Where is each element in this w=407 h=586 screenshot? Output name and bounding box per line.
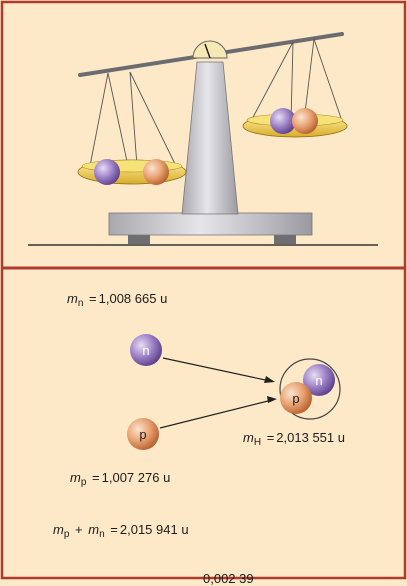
deuteron-mass-value: 2,013 551 u — [276, 430, 345, 445]
arrow-neutron-head — [264, 376, 275, 383]
scale-base — [109, 213, 312, 235]
neutron-mass-value: 1,008 665 u — [99, 291, 168, 306]
deuteron-proton-symbol: p — [292, 391, 299, 406]
balance-scale — [28, 34, 378, 245]
right-pan-proton — [292, 108, 318, 134]
scale-dial — [193, 41, 227, 58]
mass-sum-label: mp + mn =2,015 941 u — [53, 522, 189, 540]
free-neutron-symbol: n — [142, 343, 149, 358]
arrow-proton-head — [267, 396, 277, 403]
left-pan-proton — [143, 159, 169, 185]
mass-defect-partial: 0,002 39 — [203, 571, 254, 586]
neutron-mass-label: mn =1,008 665 u — [67, 291, 167, 309]
right-pan-strings — [251, 39, 342, 121]
proton-mass-value: 1,007 276 u — [102, 470, 171, 485]
arrow-neutron-to-nucleus — [163, 358, 270, 381]
scale-foot-right — [274, 234, 296, 244]
deuteron-mass-label: mH =2,013 551 u — [243, 430, 345, 448]
left-pan-strings — [90, 72, 176, 166]
scale-foot-left — [128, 234, 150, 244]
arrow-proton-to-nucleus — [160, 400, 272, 428]
proton-mass-label: mp =1,007 276 u — [70, 470, 170, 488]
deuteron-neutron-symbol: n — [315, 373, 322, 388]
left-pan-neutron — [94, 159, 120, 185]
mass-sum-value: 2,015 941 u — [120, 522, 189, 537]
free-proton-symbol: p — [139, 427, 146, 442]
scale-column — [182, 62, 238, 214]
